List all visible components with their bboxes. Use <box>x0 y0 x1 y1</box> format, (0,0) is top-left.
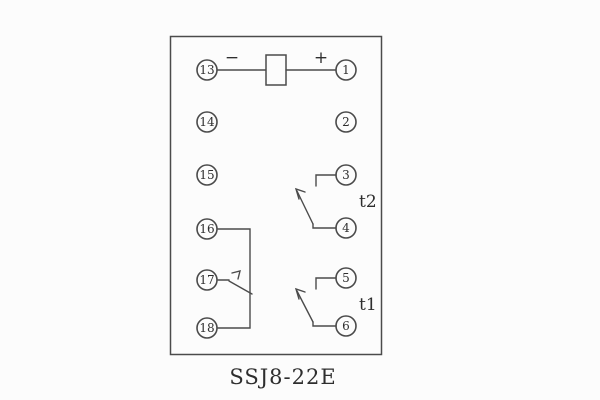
terminal-16-number: 16 <box>199 222 214 236</box>
contact-t1: t1 <box>294 277 377 327</box>
terminal-2-number: 2 <box>342 115 350 129</box>
terminal-5: 5 <box>335 267 357 289</box>
contact-t2-arrow-icon <box>294 187 306 200</box>
wire-terminal-6-moving-contact <box>312 321 337 327</box>
terminal-6: 6 <box>335 315 357 337</box>
contact-t1-blade <box>296 290 314 323</box>
contact-group-16-17-18 <box>217 228 253 329</box>
wire-terminal-4-moving-contact <box>312 223 337 229</box>
terminal-14-number: 14 <box>199 115 215 129</box>
terminal-6-number: 6 <box>342 319 350 333</box>
contact-t1-label: t1 <box>359 295 377 315</box>
terminal-15-circle <box>196 164 218 186</box>
wire-terminal-3-fixed-contact <box>315 174 337 187</box>
coil-circuit: − + <box>216 48 337 86</box>
contact-17-blade <box>228 280 253 295</box>
terminal-17-number: 17 <box>199 273 214 287</box>
contact-t2-blade <box>296 190 314 225</box>
terminal-13: 13 <box>196 59 218 81</box>
terminal-17-circle <box>196 269 218 291</box>
polarity-plus-label: + <box>314 48 328 68</box>
terminal-15: 15 <box>196 164 218 186</box>
coil-symbol <box>265 54 287 86</box>
terminal-18: 18 <box>196 317 218 339</box>
terminal-4-number: 4 <box>342 221 350 235</box>
terminal-1: 1 <box>335 59 357 81</box>
relay-case-outline <box>169 35 383 356</box>
terminal-1-number: 1 <box>342 63 350 77</box>
terminal-3-number: 3 <box>342 168 350 182</box>
polarity-minus-label: − <box>225 48 239 68</box>
terminal-13-circle <box>196 59 218 81</box>
terminal-3: 3 <box>335 164 357 186</box>
terminal-15-number: 15 <box>199 168 214 182</box>
terminal-14: 14 <box>196 111 218 133</box>
wire-16-to-18-bracket <box>217 228 251 329</box>
wire-terminal-5-fixed-contact <box>315 277 337 290</box>
terminal-1-circle <box>335 59 357 81</box>
terminal-2: 2 <box>335 111 357 133</box>
contact-17-arrow-icon <box>231 270 241 280</box>
terminal-18-number: 18 <box>199 321 214 335</box>
terminal-16: 16 <box>196 218 218 240</box>
terminal-2-circle <box>335 111 357 133</box>
diagram-title: SSJ8-22E <box>229 365 336 389</box>
terminal-4: 4 <box>335 217 357 239</box>
terminal-14-circle <box>196 111 218 133</box>
terminal-17: 17 <box>196 269 218 291</box>
contact-t1-arrow-icon <box>294 287 306 300</box>
contact-t2-label: t2 <box>359 192 377 212</box>
terminal-13-number: 13 <box>199 63 214 77</box>
terminal-18-circle <box>196 317 218 339</box>
terminal-5-number: 5 <box>342 271 350 285</box>
terminal-16-circle <box>196 218 218 240</box>
contact-t2: t2 <box>294 174 377 229</box>
